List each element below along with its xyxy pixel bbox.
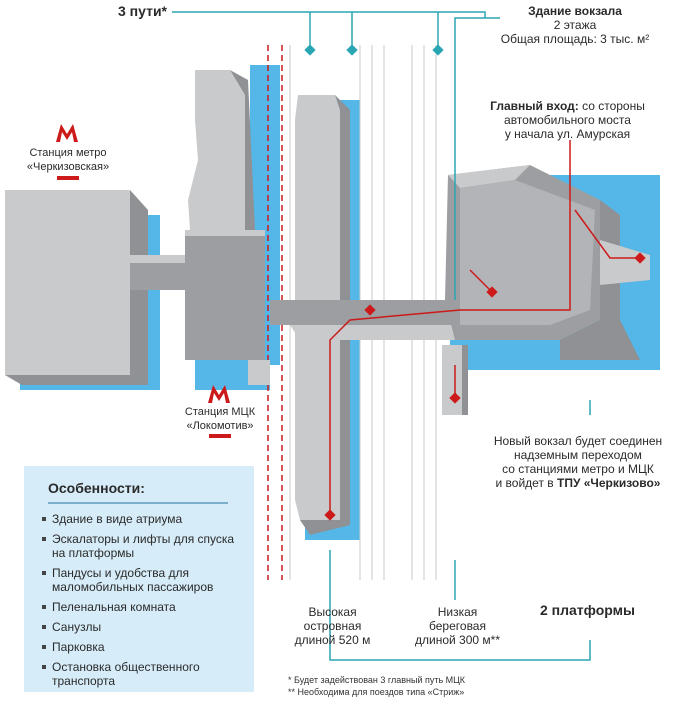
low-line2: береговая	[429, 619, 486, 633]
entrance-line1: со стороны	[578, 99, 645, 113]
overhead-passage	[270, 300, 460, 340]
connect-line4a: и войдет в	[495, 476, 557, 490]
low-platform	[442, 345, 468, 415]
metro-building	[5, 190, 148, 385]
mck-logo-icon	[208, 385, 230, 403]
feature-item: Санузлы	[42, 620, 248, 634]
mck-station-block	[185, 230, 270, 385]
high-platform-label: Высокая островная длиной 520 м	[290, 605, 375, 647]
feature-item: Парковка	[42, 640, 248, 654]
connect-line2: надземным переходом	[514, 448, 642, 462]
footnote-2: ** Необходима для поездов типа «Стриж»	[288, 687, 465, 697]
high-line1: Высокая	[308, 605, 357, 619]
features-panel: Особенности: Здание в виде атриума Эскал…	[24, 466, 254, 692]
red-markers	[324, 252, 646, 521]
mck-tracks	[267, 45, 283, 580]
mck-line1: Станция МЦК	[184, 406, 256, 418]
metro-line2: «Черкизовская»	[26, 161, 110, 173]
feature-item: Здание в виде атриума	[42, 512, 248, 526]
feature-item: Остановка общественного транспорта	[42, 660, 248, 688]
connection-note: Новый вокзал будет соединен надземным пе…	[478, 434, 678, 490]
feature-item: Пандусы и удобства для маломобильных пас…	[42, 566, 248, 594]
footnote-1: * Будет задействован 3 главный путь МЦК	[288, 675, 466, 685]
entrance-line2: автомобильного моста	[504, 113, 631, 127]
low-platform-label: Низкая береговая длиной 300 м**	[410, 605, 505, 647]
teal-callouts	[172, 11, 591, 661]
mck-red-bar	[209, 434, 231, 438]
metro-logo-icon	[56, 124, 78, 142]
feature-item: Эскалаторы и лифты для спуска на платфор…	[42, 532, 248, 560]
connect-line3: со станциями метро и МЦК	[502, 462, 654, 476]
features-list: Здание в виде атриума Эскалаторы и лифты…	[42, 512, 248, 694]
entrance-bold: Главный вход:	[490, 99, 579, 113]
main-entrance-label: Главный вход: со стороны автомобильного …	[480, 99, 655, 141]
metro-red-bar	[57, 176, 79, 180]
connect-line4b: ТПУ «Черкизово»	[557, 476, 661, 490]
mck-line2: «Локомотив»	[186, 420, 254, 432]
entrance-line3: у начала ул. Амурская	[504, 127, 631, 141]
low-line1: Низкая	[437, 605, 478, 619]
station-floors: 2 этажа	[553, 18, 597, 32]
station-area: Общая площадь: 3 тыс. м²	[500, 32, 650, 46]
station-info: Здание вокзала 2 этажа Общая площадь: 3 …	[490, 4, 660, 46]
metro-line1: Станция метро	[29, 147, 107, 159]
platforms-label: 2 платформы	[540, 602, 635, 618]
mck-station-label: Станция МЦК «Локомотив»	[170, 405, 270, 433]
metro-station-label: Станция метро «Черкизовская»	[20, 146, 116, 174]
tracks-label: 3 пути*	[118, 3, 167, 19]
station-title: Здание вокзала	[528, 4, 622, 18]
feature-item: Пеленальная комната	[42, 600, 248, 614]
low-line3: длиной 300 м**	[415, 633, 500, 647]
features-title: Особенности:	[48, 480, 145, 496]
mck-platform	[188, 70, 255, 230]
high-line2: островная	[303, 619, 362, 633]
features-rule	[48, 502, 228, 504]
connect-line1: Новый вокзал будет соединен	[493, 434, 663, 448]
high-line3: длиной 520 м	[294, 633, 371, 647]
teal-markers	[304, 44, 444, 56]
